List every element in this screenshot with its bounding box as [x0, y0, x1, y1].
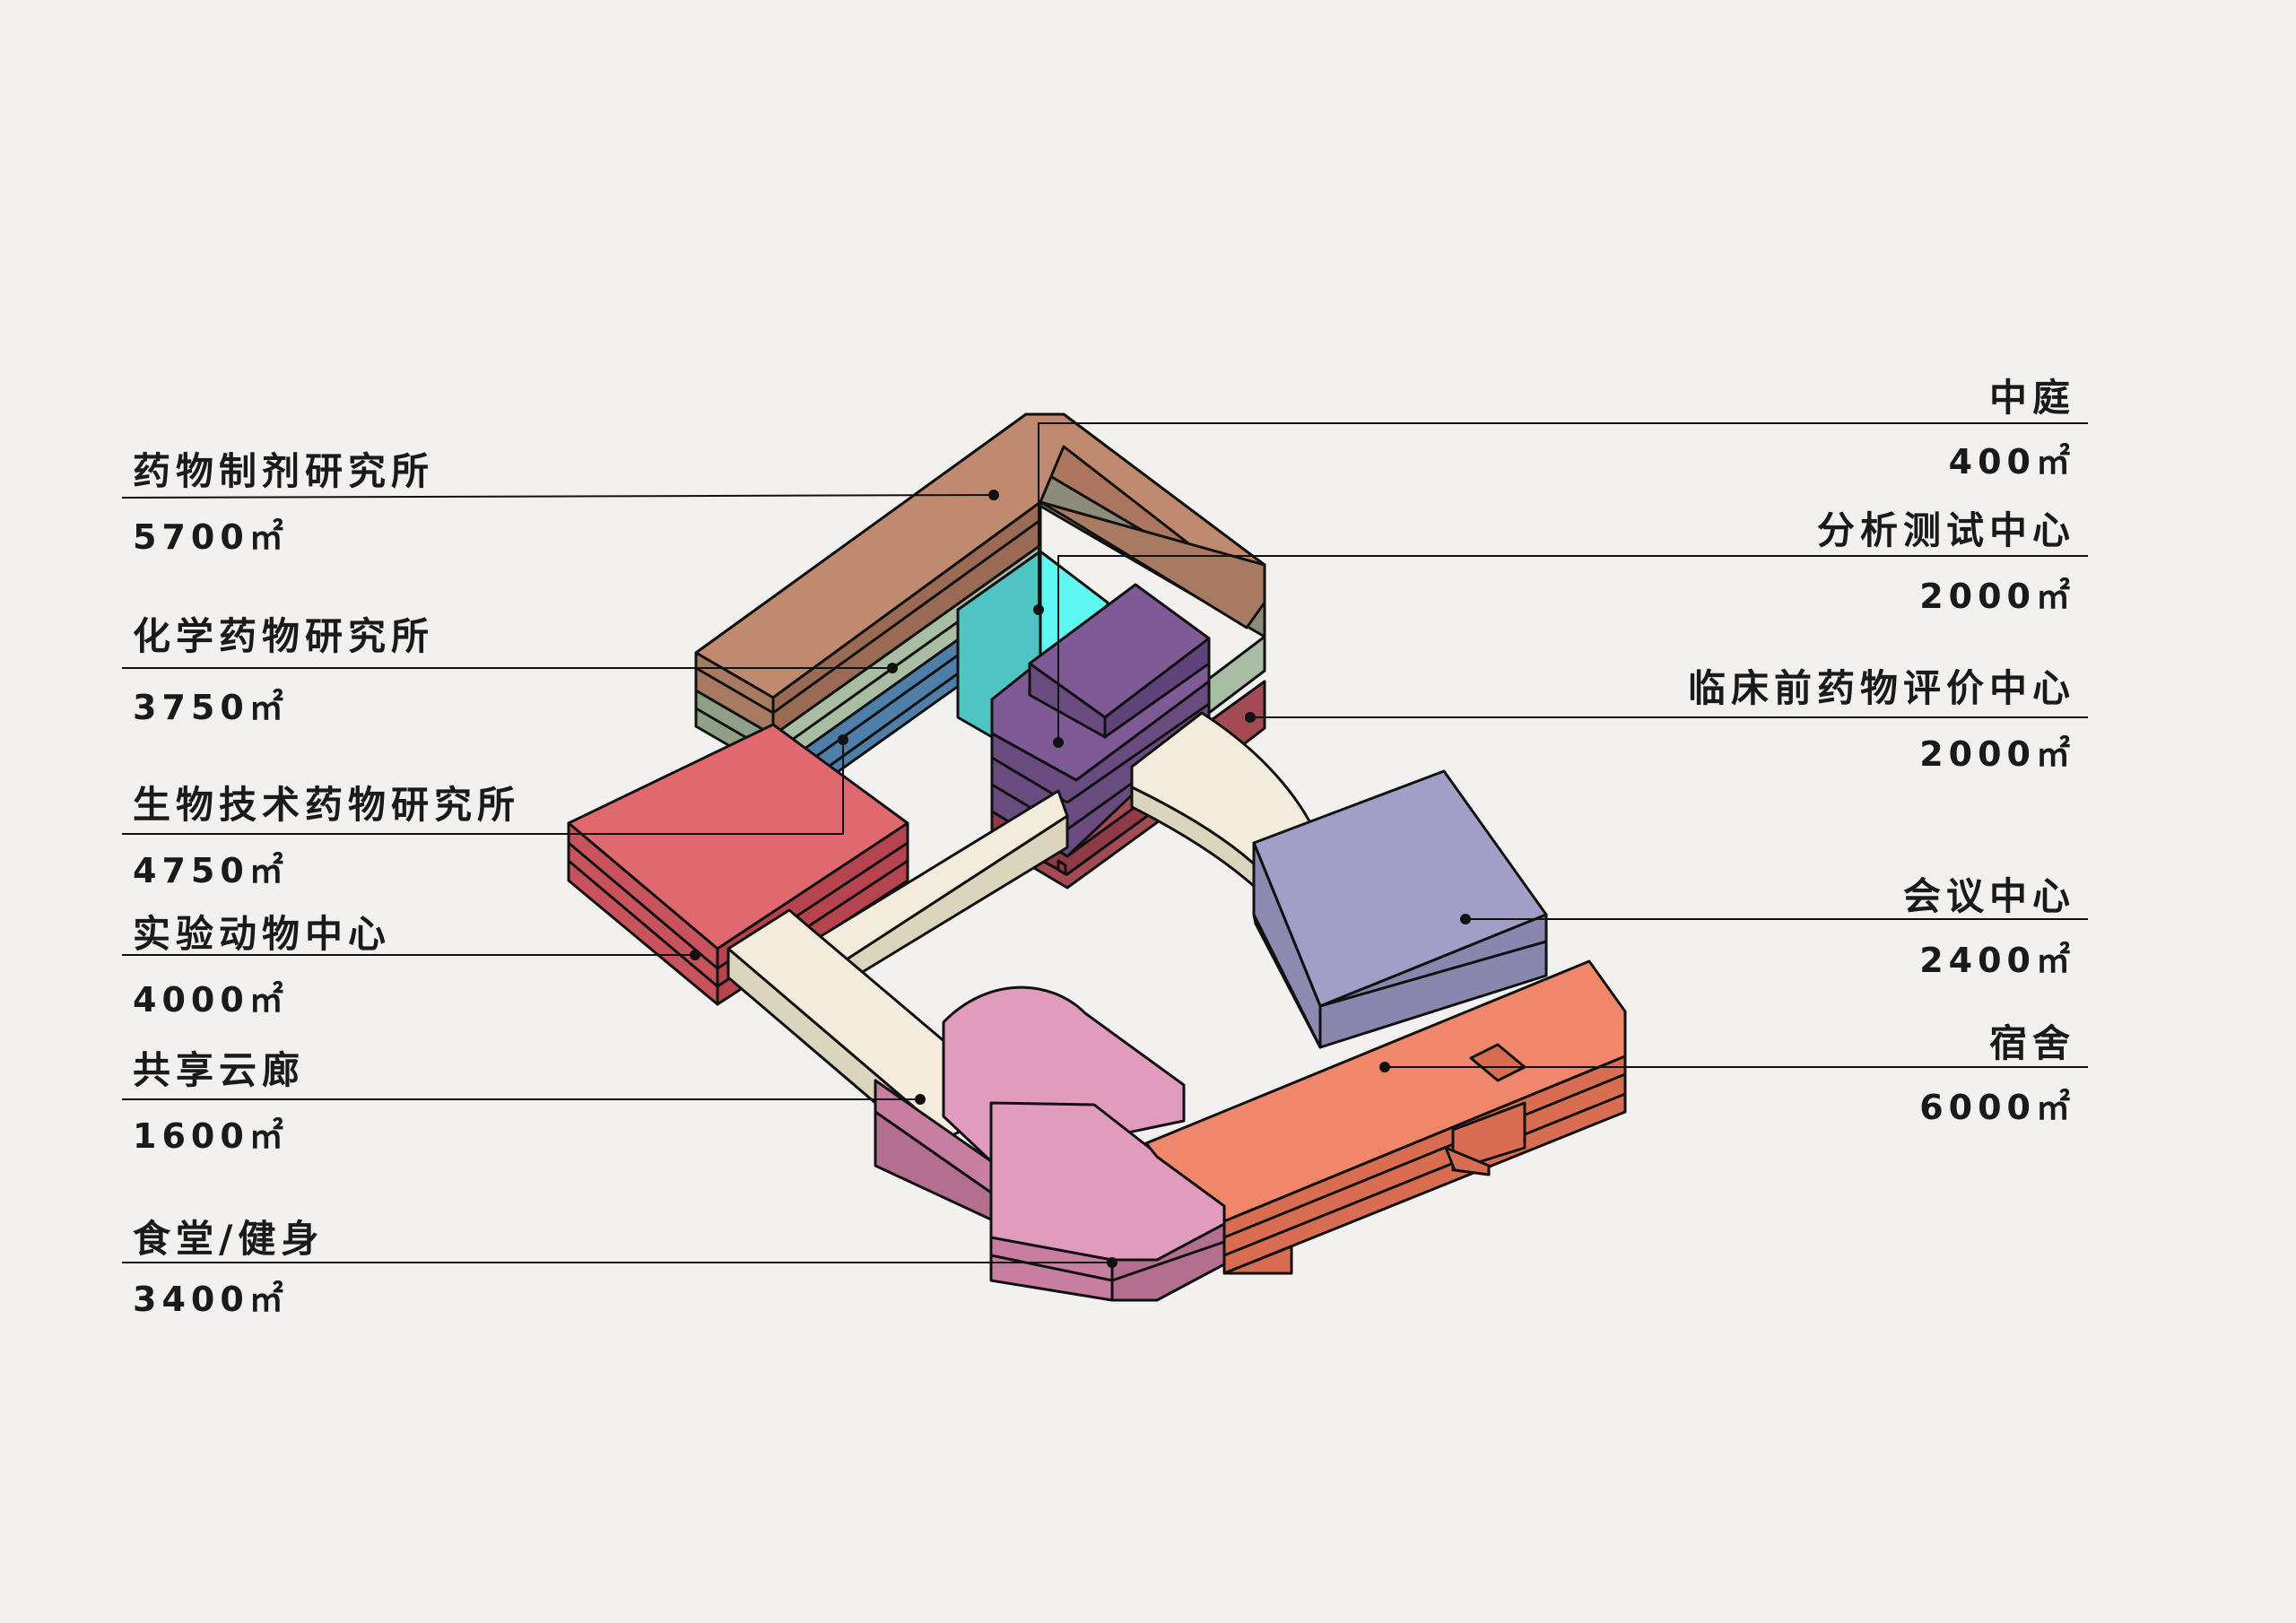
label-biotech-name: 生物技术药物研究所: [133, 783, 521, 827]
label-pharmaceutics-name: 药物制剂研究所: [133, 449, 435, 493]
label-animal-area: 4000㎡: [133, 980, 289, 1020]
label-dormitory-name: 宿舍: [1988, 1021, 2075, 1065]
label-preclinical-area: 2000㎡: [1919, 734, 2075, 774]
label-conference-name: 会议中心: [1902, 874, 2075, 918]
dormitory-block: [1144, 959, 1627, 1275]
label-pharmaceutics-area: 5700㎡: [133, 517, 289, 557]
label-corridor-area: 1600㎡: [133, 1116, 289, 1156]
label-conference-area: 2400㎡: [1919, 941, 2075, 980]
conference-center-block: [1252, 769, 1548, 1049]
label-dormitory-area: 6000㎡: [1919, 1088, 2075, 1127]
label-analysis-area: 2000㎡: [1919, 577, 2075, 616]
label-chemical-name: 化学药物研究所: [133, 614, 435, 658]
label-chemical-area: 3750㎡: [133, 688, 289, 727]
label-animal-name: 实验动物中心: [133, 912, 392, 956]
label-atrium-name: 中庭: [1988, 376, 2075, 420]
label-preclinical-name: 临床前药物评价中心: [1687, 666, 2075, 710]
label-analysis-name: 分析测试中心: [1816, 508, 2075, 552]
label-corridor-name: 共享云廊: [133, 1048, 306, 1092]
canteen-gym-block: [874, 985, 1226, 1302]
label-canteen-area: 3400㎡: [133, 1280, 289, 1319]
leader-lines: [121, 422, 2088, 1263]
label-atrium-area: 400㎡: [1948, 442, 2075, 482]
leader-dots: [690, 490, 1471, 1268]
label-biotech-area: 4750㎡: [133, 851, 289, 890]
label-canteen-name: 食堂/健身: [133, 1217, 325, 1261]
